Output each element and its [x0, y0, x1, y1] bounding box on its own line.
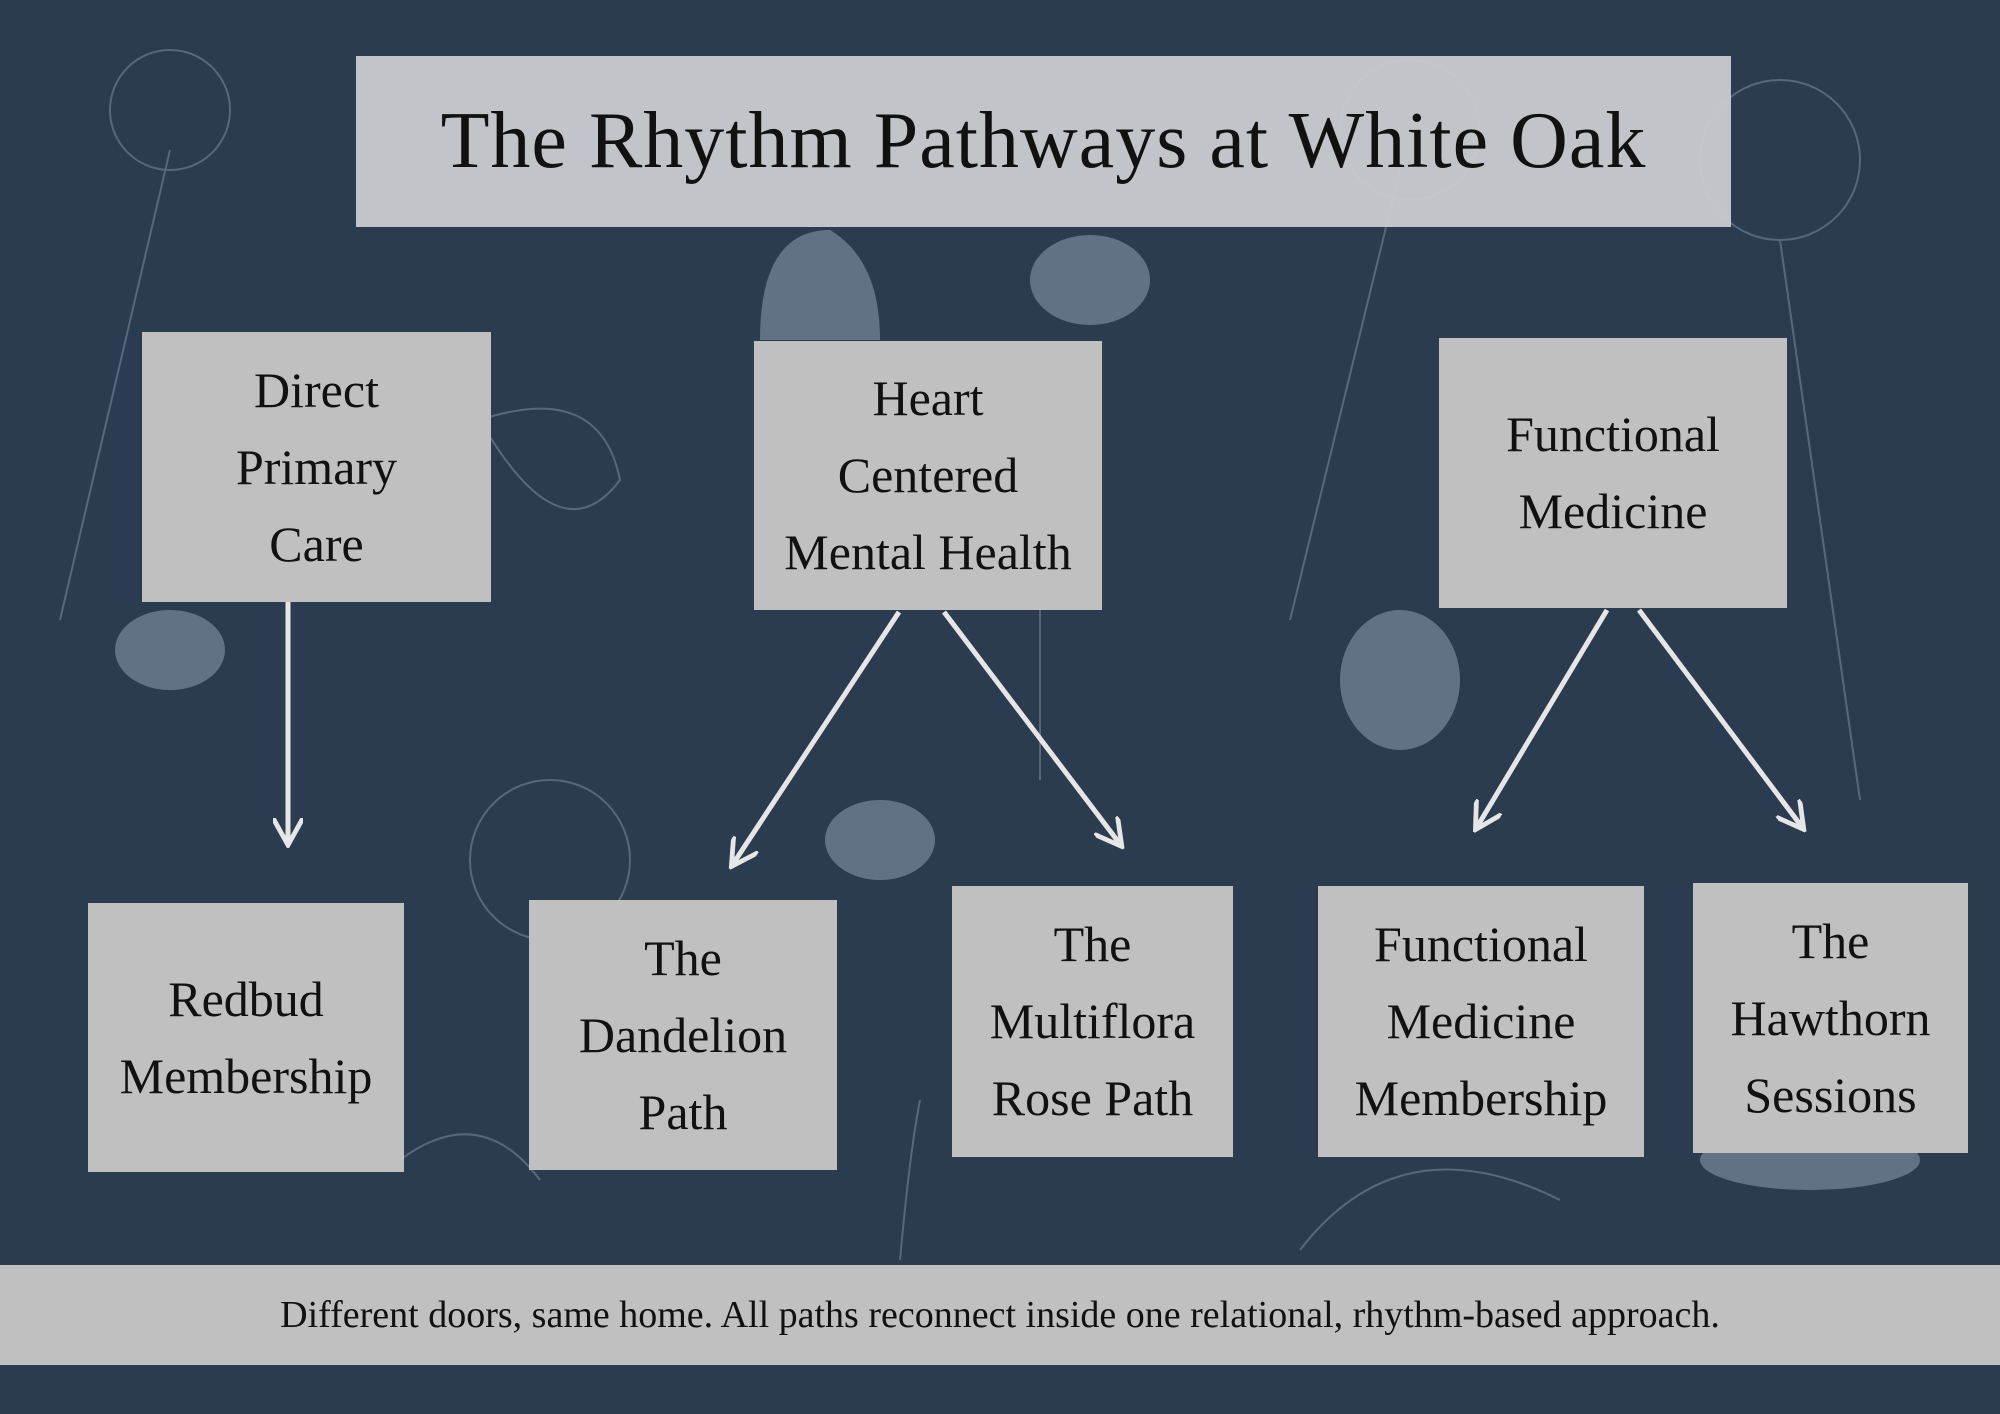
- pathway-heart-centered-mental-health: Heart Centered Mental Health: [754, 341, 1102, 610]
- program-functional-medicine-membership: Functional Medicine Membership: [1318, 886, 1644, 1157]
- footer-tagline: Different doors, same home. All paths re…: [0, 1265, 2000, 1365]
- arrow-heart-multiflora: [942, 610, 1120, 844]
- program-dandelion-path: The Dandelion Path: [529, 900, 837, 1170]
- arrow-heart-dandelion: [733, 610, 902, 864]
- program-hawthorn-sessions: The Hawthorn Sessions: [1693, 883, 1968, 1153]
- pathway-direct-primary-care: Direct Primary Care: [142, 332, 491, 602]
- page-title: The Rhythm Pathways at White Oak: [356, 56, 1731, 227]
- pathway-functional-medicine: Functional Medicine: [1439, 338, 1787, 608]
- program-redbud-membership: Redbud Membership: [88, 903, 404, 1172]
- arrow-functional-hawthorn: [1637, 608, 1802, 827]
- arrow-functional-membership: [1477, 608, 1610, 827]
- program-multiflora-rose-path: The Multiflora Rose Path: [952, 886, 1233, 1157]
